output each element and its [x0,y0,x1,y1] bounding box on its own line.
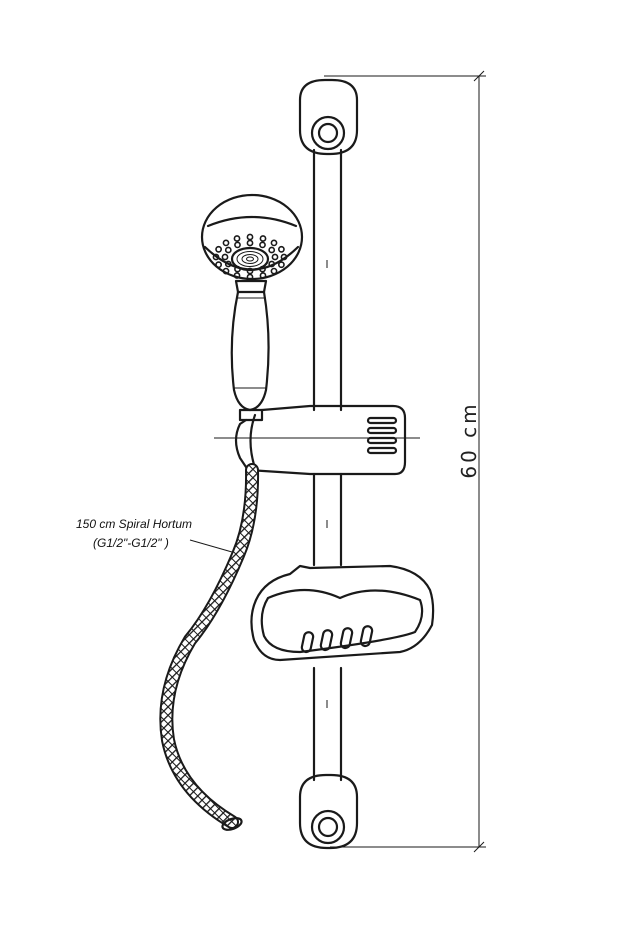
nozzle [246,239,254,247]
dimension-line [324,70,486,853]
nozzle [221,253,229,261]
hand-shower-handle [230,279,270,422]
nozzle [268,260,276,268]
nozzle [280,253,288,261]
nozzle [234,241,241,249]
spiral-hose [159,463,260,831]
soap-dish [250,564,435,662]
nozzle [215,261,222,269]
nozzle [233,235,241,242]
nozzle [277,261,285,269]
nozzle [268,246,276,254]
nozzle [212,253,220,261]
top-wall-bracket [298,78,359,156]
nozzle [233,272,241,279]
shower-slider-holder [214,404,420,476]
nozzle [270,267,278,275]
nozzle [270,239,278,247]
hose-leader-line [189,539,233,553]
nozzle [259,235,267,242]
nozzle [259,241,266,249]
nozzle [246,233,254,241]
hose-label-line1: 150 cm Spiral Hortum [76,517,192,531]
nozzle [259,272,267,279]
bottom-wall-bracket [298,773,359,850]
hose-label-line2: (G1/2"-G1/2" ) [93,536,169,550]
nozzle [271,253,279,261]
slide-rail [312,148,343,782]
shower-nozzles [212,233,288,281]
nozzle [215,245,222,253]
nozzle [224,246,232,254]
nozzle [277,245,285,253]
nozzle [224,260,232,268]
hand-shower-head [200,193,304,281]
nozzle [246,273,254,281]
nozzle [222,239,230,247]
nozzle [222,267,230,275]
dimension-label: 60 cm [457,401,481,478]
